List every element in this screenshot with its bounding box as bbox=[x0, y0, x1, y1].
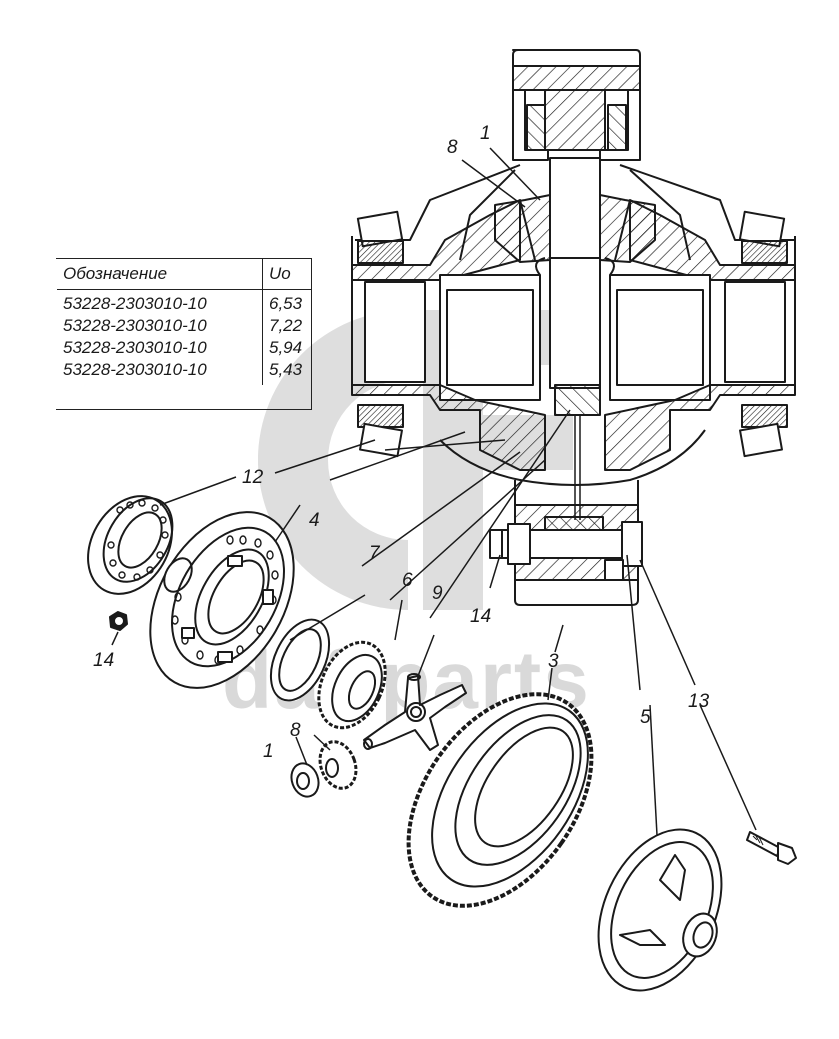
bolt-13 bbox=[746, 831, 797, 865]
bearing-12 bbox=[87, 495, 174, 595]
callout-3: 3 bbox=[548, 651, 559, 672]
spec-table-header: Обозначение Uo bbox=[57, 259, 311, 290]
ratio-cell: 6,53 bbox=[269, 294, 303, 313]
cross-section-assembly bbox=[351, 49, 796, 606]
ring-gear-3 bbox=[406, 692, 594, 908]
callout-12: 12 bbox=[242, 467, 264, 488]
washer-1 bbox=[290, 762, 320, 798]
spec-table: Обозначение Uo 53228-2303010-10 6,53 532… bbox=[57, 259, 311, 385]
callout-4: 4 bbox=[309, 510, 320, 531]
table-row: 53228-2303010-10 7,22 bbox=[57, 315, 311, 337]
ratio-cell: 7,22 bbox=[269, 316, 303, 335]
callout-7: 7 bbox=[369, 543, 380, 564]
callout-8-top: 8 bbox=[447, 137, 458, 158]
callout-8-bottom: 8 bbox=[290, 720, 301, 741]
case-half-5 bbox=[597, 828, 723, 992]
washer-7 bbox=[269, 618, 331, 702]
ratio-cell: 5,94 bbox=[269, 338, 303, 357]
callout-14-mid: 14 bbox=[470, 606, 492, 627]
designation-cell: 53228-2303010-10 bbox=[57, 289, 263, 315]
callout-5: 5 bbox=[640, 707, 651, 728]
designation-cell: 53228-2303010-10 bbox=[57, 337, 263, 359]
table-row: 53228-2303010-10 5,94 bbox=[57, 337, 311, 359]
callout-14-left: 14 bbox=[93, 650, 115, 671]
header-designation: Обозначение bbox=[57, 259, 263, 290]
designation-cell: 53228-2303010-10 bbox=[57, 359, 263, 385]
designation-cell: 53228-2303010-10 bbox=[57, 315, 263, 337]
table-row: 53228-2303010-10 6,53 bbox=[57, 289, 311, 315]
callout-9: 9 bbox=[432, 583, 443, 604]
spider-9 bbox=[363, 673, 467, 751]
ratio-cell: 5,43 bbox=[269, 360, 303, 379]
leader-lines bbox=[111, 147, 757, 836]
callout-6: 6 bbox=[402, 570, 413, 591]
pinion-gear-8 bbox=[318, 740, 358, 790]
table-row: 53228-2303010-10 5,43 bbox=[57, 359, 311, 385]
nut-14 bbox=[109, 611, 128, 631]
callout-13: 13 bbox=[688, 691, 710, 712]
header-ratio: Uo bbox=[262, 259, 311, 290]
callout-1-top: 1 bbox=[480, 123, 491, 144]
callout-1-bottom: 1 bbox=[263, 741, 274, 762]
side-gear-6 bbox=[317, 640, 387, 730]
case-half-4 bbox=[149, 511, 295, 689]
